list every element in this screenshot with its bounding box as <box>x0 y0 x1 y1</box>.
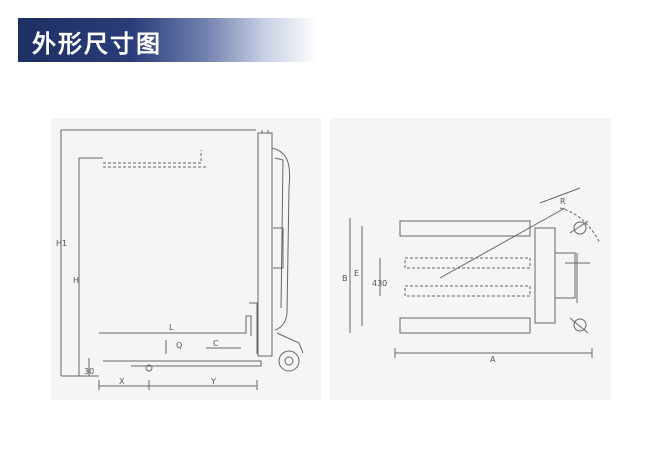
dim-label-x: X <box>119 377 125 386</box>
dim-label-30: 30 <box>84 367 94 376</box>
side-view-drawing: H1 H L Q C 30 X Y <box>56 129 304 390</box>
dim-label-430: 430 <box>372 279 387 288</box>
section-header-banner: 外形尺寸图 <box>18 18 318 62</box>
dim-label-a: A <box>490 355 496 364</box>
dim-label-b: B <box>342 274 348 283</box>
dim-label-e: E <box>354 269 359 278</box>
dim-label-r: R <box>560 197 566 206</box>
top-view-panel: B E 430 A R <box>330 118 611 400</box>
section-title: 外形尺寸图 <box>32 30 162 58</box>
dim-label-q: Q <box>176 341 182 350</box>
side-view-panel: H1 H L Q C 30 X Y <box>51 118 321 400</box>
dim-label-c: C <box>213 339 219 348</box>
dim-label-l: L <box>169 323 174 332</box>
top-view-drawing: B E 430 A R <box>342 187 601 364</box>
dim-label-y: Y <box>210 377 216 386</box>
dim-label-h1: H1 <box>56 239 67 248</box>
dim-label-h: H <box>73 276 79 285</box>
